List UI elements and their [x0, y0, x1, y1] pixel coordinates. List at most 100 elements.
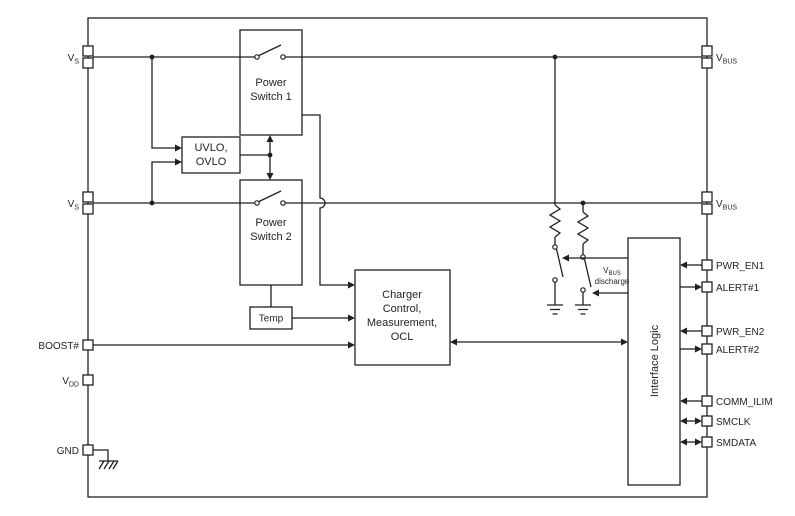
pin-alert1: ALERT#1 — [701, 281, 760, 294]
sense-wire-with-hop — [302, 114, 348, 286]
pin-pad — [701, 45, 713, 57]
power-switch-1-label: Switch 1 — [250, 91, 292, 103]
pin-pad — [82, 339, 94, 351]
discharge-control-1 — [562, 254, 628, 262]
arrowhead — [348, 281, 355, 289]
pin-pad — [82, 191, 94, 203]
arrowhead — [695, 345, 702, 353]
switch-contact — [254, 200, 260, 206]
pin-pad — [701, 343, 713, 355]
pin-pad — [82, 203, 94, 215]
wire — [93, 449, 109, 461]
vbus-discharge-path-2 — [575, 200, 592, 315]
arrowhead — [348, 314, 355, 322]
switch-lever — [583, 258, 592, 288]
uvlo-input-wire-2 — [151, 161, 176, 203]
junction-dot — [149, 200, 155, 206]
charger-control-label: Charger — [382, 289, 422, 301]
ground-icon — [575, 304, 591, 315]
pin-pwr-en2: PWR_EN2 — [701, 325, 765, 338]
pin-pad — [701, 415, 713, 427]
power-switch-2-box — [239, 179, 303, 286]
vbus-discharge-label: VBUS discharge — [595, 266, 630, 286]
arrowhead — [680, 438, 687, 446]
pin-vs1: VS — [68, 45, 94, 69]
switch-icon — [580, 254, 592, 293]
pin-label: BOOST# — [38, 341, 79, 352]
pin-label: GND — [57, 446, 79, 457]
pin-label: VS — [68, 53, 80, 66]
pin-vbus1: VBUS — [701, 45, 737, 69]
charger-control-label: Measurement, — [367, 317, 437, 329]
arrowhead — [266, 135, 274, 142]
switch-contact — [280, 200, 286, 206]
arrowhead — [695, 438, 702, 446]
charger-control-label: OCL — [391, 331, 414, 343]
pin-pad — [701, 325, 713, 337]
pin-label: ALERT#1 — [716, 283, 760, 294]
switch-contact — [280, 54, 286, 60]
uvlo-output-wire — [240, 142, 271, 173]
pin-label: VS — [68, 199, 80, 212]
vbus-discharge-label-line2: discharge — [595, 277, 630, 286]
block-labels: Power Switch 1 UVLO, OVLO Power Switch 2… — [194, 77, 661, 397]
vbus-discharge-label-line1: VBUS — [603, 266, 621, 277]
arrowhead — [175, 158, 182, 166]
charger-control-box — [354, 269, 451, 366]
uvlo-ovlo-label: UVLO, — [194, 142, 227, 154]
junction-dot — [149, 54, 155, 60]
pin-pad — [701, 395, 713, 407]
pin-label: VBUS — [716, 53, 737, 66]
pin-pwr-en1: PWR_EN1 — [701, 259, 765, 272]
resistor-icon — [548, 204, 562, 238]
pin-pad — [82, 444, 94, 456]
resistor-icon — [576, 211, 590, 245]
junction-dot — [267, 152, 273, 158]
switch-lever — [258, 190, 282, 203]
pin-alert2: ALERT#2 — [701, 343, 760, 356]
wires — [93, 56, 702, 443]
arrowheads — [175, 135, 702, 446]
arrowhead — [562, 254, 569, 262]
pin-smdata: SMDATA — [701, 436, 757, 449]
switch-contact — [254, 54, 260, 60]
pin-label: ALERT#2 — [716, 345, 760, 356]
pin-label: COMM_ILIM — [716, 397, 773, 408]
switch-lever — [555, 248, 564, 278]
pin-label: SMDATA — [716, 438, 757, 449]
pin-pad — [701, 203, 713, 215]
switch-contact — [552, 277, 558, 283]
discharge-control-2 — [592, 289, 628, 297]
pin-pad — [701, 281, 713, 293]
arrowhead — [680, 261, 687, 269]
pin-vdd: VDD — [62, 374, 94, 389]
uvlo-input-wire-1 — [151, 57, 176, 149]
interface-logic-box — [627, 237, 681, 486]
pin-vs2: VS — [68, 191, 94, 215]
arrowhead — [680, 327, 687, 335]
pin-pad — [701, 57, 713, 69]
pin-pad — [82, 57, 94, 69]
pin-vbus2: VBUS — [701, 191, 737, 215]
uvlo-ovlo-box — [181, 136, 241, 174]
arrowhead — [695, 283, 702, 291]
gnd-ground-icon — [93, 449, 119, 470]
arrowhead — [621, 338, 628, 346]
temp-label: Temp — [259, 314, 284, 325]
switch-icon — [254, 190, 286, 206]
arrowhead — [592, 289, 599, 297]
pin-label: VBUS — [716, 199, 737, 212]
arrowhead — [450, 338, 457, 346]
interface-logic-label: Interface Logic — [649, 324, 661, 397]
switch-icon — [552, 244, 564, 283]
pin-pad — [82, 45, 94, 57]
switch-lever — [258, 44, 282, 57]
arrowhead — [680, 397, 687, 405]
arrowhead — [680, 417, 687, 425]
switch-icon — [254, 44, 286, 60]
power-switch-2-label: Switch 2 — [250, 231, 292, 243]
pin-label: PWR_EN1 — [716, 261, 765, 272]
arrowhead — [348, 341, 355, 349]
pin-gnd: GND — [57, 444, 94, 457]
